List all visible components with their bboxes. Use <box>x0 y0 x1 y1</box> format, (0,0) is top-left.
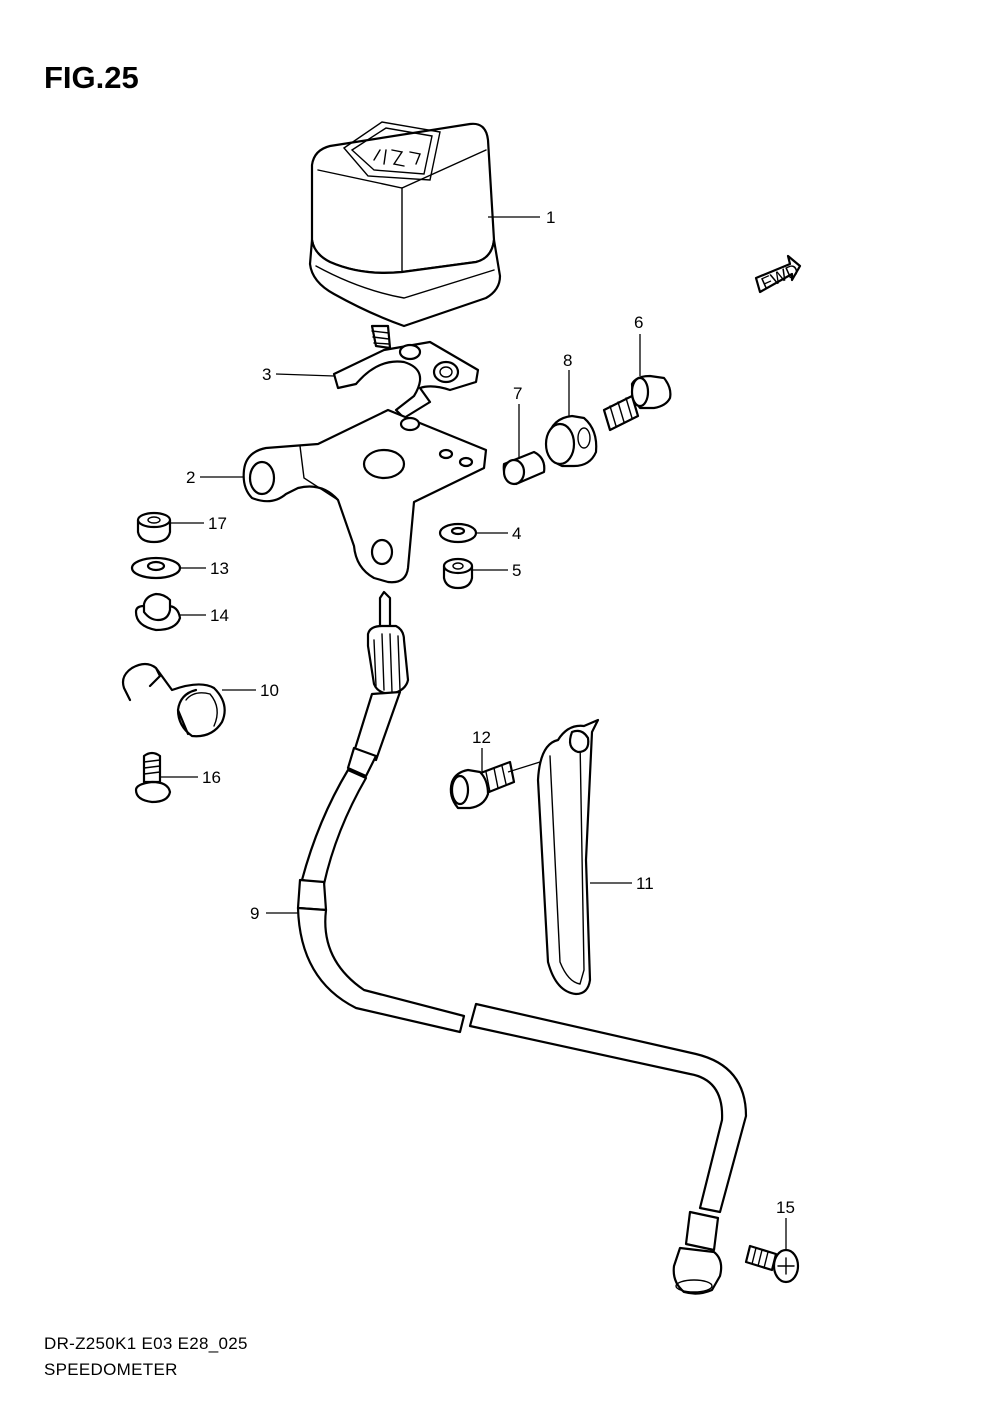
washer-small[interactable] <box>130 556 182 580</box>
callout-1: 1 <box>546 208 555 227</box>
mounting-bolt[interactable] <box>602 374 672 432</box>
callout-10: 10 <box>260 681 279 700</box>
speedometer-meter[interactable] <box>308 121 502 350</box>
callout-numbers: 1 2 3 4 5 6 7 8 9 10 11 12 13 14 15 16 1… <box>186 208 795 1217</box>
washer[interactable] <box>438 522 478 544</box>
callout-4: 4 <box>512 524 521 543</box>
callout-12: 12 <box>472 728 491 747</box>
grommet[interactable] <box>544 414 598 468</box>
callout-17: 17 <box>208 514 227 533</box>
callout-13: 13 <box>210 559 229 578</box>
model-code: DR-Z250K1 E03 E28_025 <box>44 1334 248 1353</box>
callout-14: 14 <box>210 606 229 625</box>
callout-7: 7 <box>513 384 522 403</box>
section-name: SPEEDOMETER <box>44 1360 178 1379</box>
callout-15: 15 <box>776 1198 795 1217</box>
collar[interactable] <box>502 450 546 486</box>
clamp-plate[interactable] <box>332 340 480 420</box>
clamp-bolt[interactable] <box>449 760 516 810</box>
callout-3: 3 <box>262 365 271 384</box>
nut-small[interactable] <box>136 511 172 544</box>
wire-clip[interactable] <box>121 662 226 738</box>
callout-11: 11 <box>636 874 654 893</box>
cable-guide[interactable] <box>536 718 600 996</box>
leader-lines <box>160 216 787 1250</box>
callout-6: 6 <box>634 313 643 332</box>
callout-16: 16 <box>202 768 221 787</box>
callout-5: 5 <box>512 561 521 580</box>
nut[interactable] <box>442 557 474 590</box>
fwd-arrow-icon: FWD <box>754 254 801 293</box>
figure-title: FIG.25 <box>44 60 139 95</box>
fwd-label: FWD <box>758 260 801 293</box>
callout-8: 8 <box>563 351 572 370</box>
screw[interactable] <box>134 751 172 804</box>
screw-phillips[interactable] <box>744 1244 800 1284</box>
callout-9: 9 <box>250 904 259 923</box>
bushing[interactable] <box>134 592 182 632</box>
callout-2: 2 <box>186 468 195 487</box>
speedometer-cable[interactable] <box>296 590 748 1295</box>
speedometer-bracket[interactable] <box>242 408 488 584</box>
